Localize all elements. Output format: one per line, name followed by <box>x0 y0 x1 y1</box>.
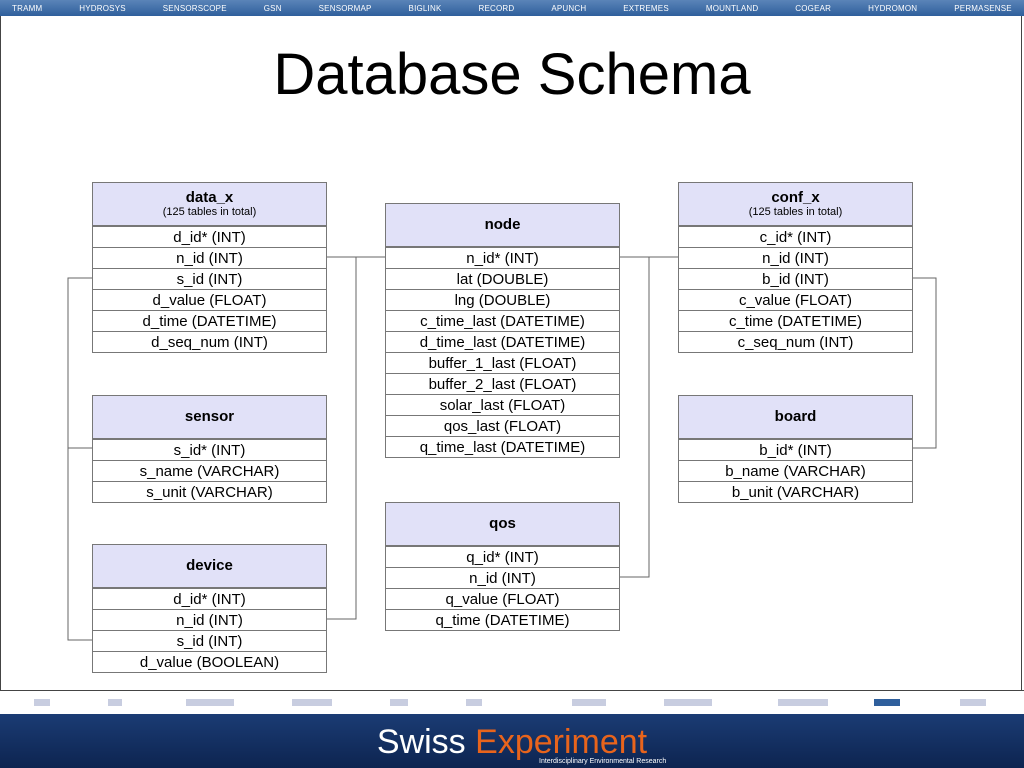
table-qos: qos q_id* (INT) n_id (INT) q_value (FLOA… <box>385 502 620 631</box>
nav-item-hydromon[interactable]: HYDROMON <box>868 3 918 13</box>
table-row: b_unit (VARCHAR) <box>679 481 912 502</box>
table-row: q_time (DATETIME) <box>386 609 619 630</box>
table-row: lng (DOUBLE) <box>386 289 619 310</box>
partner-logo <box>778 699 828 706</box>
table-row: n_id* (INT) <box>386 247 619 268</box>
nav-item-sensorscope[interactable]: SENSORSCOPE <box>162 3 227 13</box>
table-row: q_id* (INT) <box>386 546 619 567</box>
table-row: solar_last (FLOAT) <box>386 394 619 415</box>
table-row: qos_last (FLOAT) <box>386 415 619 436</box>
nav-item-tramm[interactable]: TRAMM <box>12 3 43 13</box>
table-row: buffer_1_last (FLOAT) <box>386 352 619 373</box>
table-row: s_unit (VARCHAR) <box>93 481 326 502</box>
table-row: c_value (FLOAT) <box>679 289 912 310</box>
table-name: qos <box>489 515 516 532</box>
partner-logo <box>664 699 712 706</box>
slide-frame <box>0 16 1022 713</box>
brand-tagline: Interdisciplinary Environmental Research <box>539 758 667 765</box>
table-row: n_id (INT) <box>386 567 619 588</box>
table-row: q_time_last (DATETIME) <box>386 436 619 457</box>
nav-item-hydrosys[interactable]: HYDROSYS <box>79 3 126 13</box>
table-row: d_value (FLOAT) <box>93 289 326 310</box>
table-row: d_value (BOOLEAN) <box>93 651 326 672</box>
table-row: s_name (VARCHAR) <box>93 460 326 481</box>
table-board: board b_id* (INT) b_name (VARCHAR) b_uni… <box>678 395 913 503</box>
connector-qos-to-node <box>619 257 650 578</box>
table-name: data_x <box>185 189 234 206</box>
table-row: b_name (VARCHAR) <box>679 460 912 481</box>
table-header: board <box>679 396 912 439</box>
partner-logo-strip <box>0 690 1024 714</box>
table-row: d_time (DATETIME) <box>93 310 326 331</box>
table-row: s_id (INT) <box>93 630 326 651</box>
table-row: q_value (FLOAT) <box>386 588 619 609</box>
table-row: buffer_2_last (FLOAT) <box>386 373 619 394</box>
table-row: n_id (INT) <box>93 247 326 268</box>
table-subtitle: (125 tables in total) <box>748 206 843 218</box>
connector-device-to-node <box>326 257 357 620</box>
table-name: device <box>186 557 233 574</box>
brand-logo: Swiss Experiment <box>0 722 1024 762</box>
table-header: data_x (125 tables in total) <box>93 183 326 226</box>
connector-data-to-sensor <box>67 277 92 449</box>
table-row: c_time_last (DATETIME) <box>386 310 619 331</box>
partner-logo <box>390 699 408 706</box>
table-row: b_id* (INT) <box>679 439 912 460</box>
table-subtitle: (125 tables in total) <box>162 206 257 218</box>
table-node: node n_id* (INT) lat (DOUBLE) lng (DOUBL… <box>385 203 620 458</box>
brand-name-part-2: Experiment <box>475 723 648 761</box>
connector-sensor-to-device <box>67 448 92 641</box>
table-row: n_id (INT) <box>679 247 912 268</box>
nav-item-mountland[interactable]: MOUNTLAND <box>705 3 759 13</box>
table-row: d_seq_num (INT) <box>93 331 326 352</box>
table-row: s_id (INT) <box>93 268 326 289</box>
table-row: c_id* (INT) <box>679 226 912 247</box>
table-header: conf_x (125 tables in total) <box>679 183 912 226</box>
table-header: qos <box>386 503 619 546</box>
table-row: n_id (INT) <box>93 609 326 630</box>
nav-item-record[interactable]: RECORD <box>478 3 515 13</box>
table-name: board <box>774 408 817 425</box>
partner-logo <box>572 699 606 706</box>
nav-item-gsn[interactable]: GSN <box>263 3 282 13</box>
slide-title: Database Schema <box>273 42 751 107</box>
connector-conf-to-board <box>912 277 937 449</box>
table-name: sensor <box>184 408 235 425</box>
table-header: device <box>93 545 326 588</box>
partner-logo <box>186 699 234 706</box>
table-header: node <box>386 204 619 247</box>
partner-logo <box>108 699 122 706</box>
partner-logo <box>874 699 900 706</box>
partner-logo <box>34 699 50 706</box>
table-row: s_id* (INT) <box>93 439 326 460</box>
table-row: c_time (DATETIME) <box>679 310 912 331</box>
nav-item-biglink[interactable]: BIGLINK <box>408 3 442 13</box>
table-row: d_id* (INT) <box>93 226 326 247</box>
footer-banner: Swiss Experiment Interdisciplinary Envir… <box>0 714 1024 768</box>
table-header: sensor <box>93 396 326 439</box>
table-sensor: sensor s_id* (INT) s_name (VARCHAR) s_un… <box>92 395 327 503</box>
nav-item-apunch[interactable]: APUNCH <box>551 3 587 13</box>
partner-logo <box>960 699 986 706</box>
table-row: lat (DOUBLE) <box>386 268 619 289</box>
brand-name-part-1: Swiss <box>376 723 466 761</box>
partner-logo <box>466 699 482 706</box>
nav-item-extremes[interactable]: EXTREMES <box>623 3 669 13</box>
nav-item-sensormap[interactable]: SENSORMAP <box>318 3 372 13</box>
table-row: d_time_last (DATETIME) <box>386 331 619 352</box>
table-name: node <box>484 216 521 233</box>
table-name: conf_x <box>771 189 820 206</box>
table-device: device d_id* (INT) n_id (INT) s_id (INT)… <box>92 544 327 673</box>
table-conf-x: conf_x (125 tables in total) c_id* (INT)… <box>678 182 913 353</box>
partner-logo <box>292 699 332 706</box>
nav-item-cogear[interactable]: COGEAR <box>795 3 832 13</box>
nav-item-permasense[interactable]: PERMASENSE <box>954 3 1012 13</box>
table-row: c_seq_num (INT) <box>679 331 912 352</box>
top-navigation-bar: TRAMM HYDROSYS SENSORSCOPE GSN SENSORMAP… <box>0 0 1024 16</box>
table-row: b_id (INT) <box>679 268 912 289</box>
table-data-x: data_x (125 tables in total) d_id* (INT)… <box>92 182 327 353</box>
table-row: d_id* (INT) <box>93 588 326 609</box>
